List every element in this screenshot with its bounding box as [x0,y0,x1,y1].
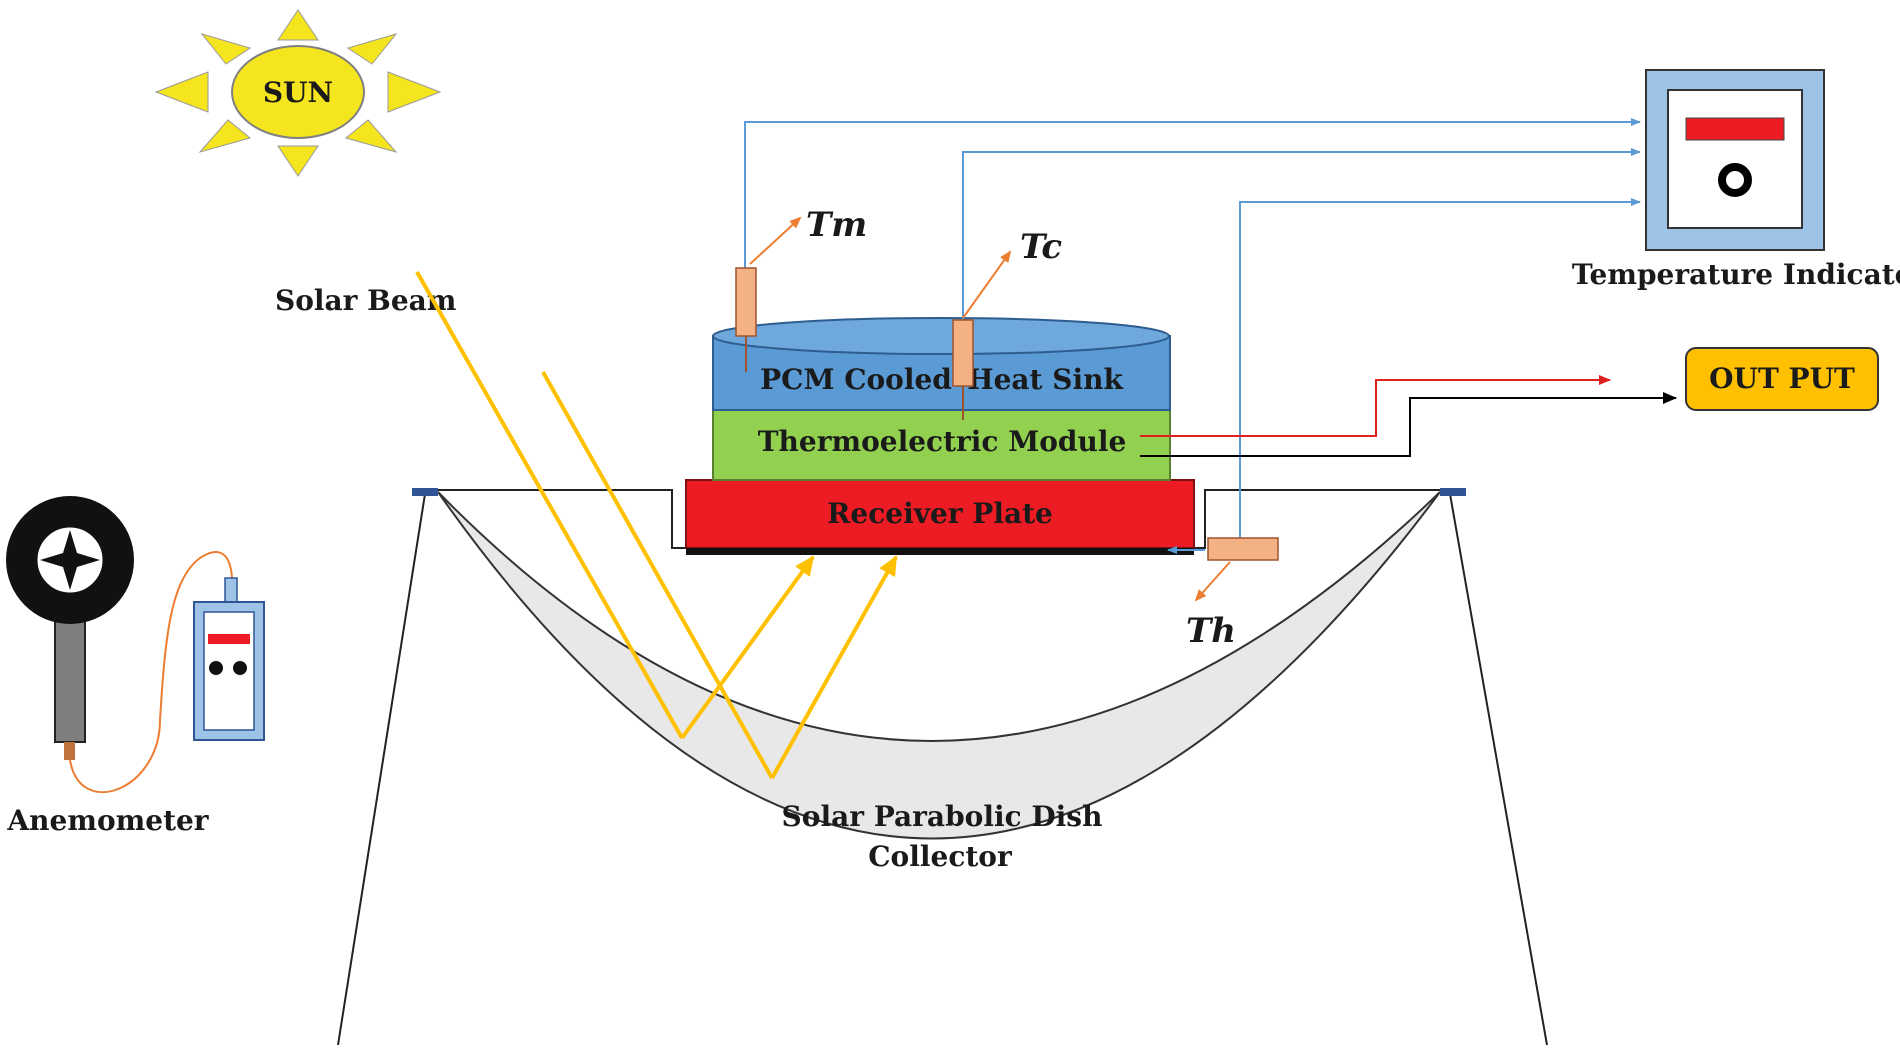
output-wire-black [1140,392,1677,457]
output-box [1685,347,1879,411]
solar-beam-rays [415,271,898,779]
anemometer-icon [6,496,134,760]
tm-sensor [735,216,802,372]
dish-rim-right-cap [1440,488,1466,496]
heat-sink-label: Heat Sink [967,363,1123,396]
tm-label: Tm [806,205,867,245]
th-label: Th [1186,611,1236,651]
thermoelectric-module-label: Thermoelectric Module [758,425,1127,458]
solar-beam-label: Solar Beam [275,284,456,317]
output-label: OUT PUT [1709,362,1855,395]
anemometer-cable [69,551,233,793]
thermoelectric-module [712,409,1171,481]
anemometer-label: Anemometer [6,804,209,837]
tc-label: Tc [1020,227,1062,267]
receiver-plate [685,479,1195,549]
receiver-plate-label: Receiver Plate [827,497,1053,530]
dish-label-line2: Collector [868,840,1013,873]
parabolic-dish [437,491,1441,840]
dish-label-line1: Solar Parabolic Dish [782,800,1103,833]
th-sensor [1194,537,1279,602]
anemometer-display-unit [193,577,265,741]
dish-rim [425,489,1450,549]
tc-sensor [952,250,1012,420]
pcm-heat-sink [712,317,1171,411]
pcm-cooled-label: PCM Cooled [760,363,952,396]
dish-rim-left-cap [412,488,438,496]
dish-stand [337,493,1548,1046]
temperature-indicator-label: Temperature Indicator [1572,258,1900,291]
sun-label: SUN [263,76,333,109]
sun-icon [154,9,442,177]
receiver-plate-base [686,548,1194,555]
output-wire-red [1140,375,1611,437]
sensor-wires [744,118,1641,554]
temperature-indicator-device [1645,69,1825,251]
